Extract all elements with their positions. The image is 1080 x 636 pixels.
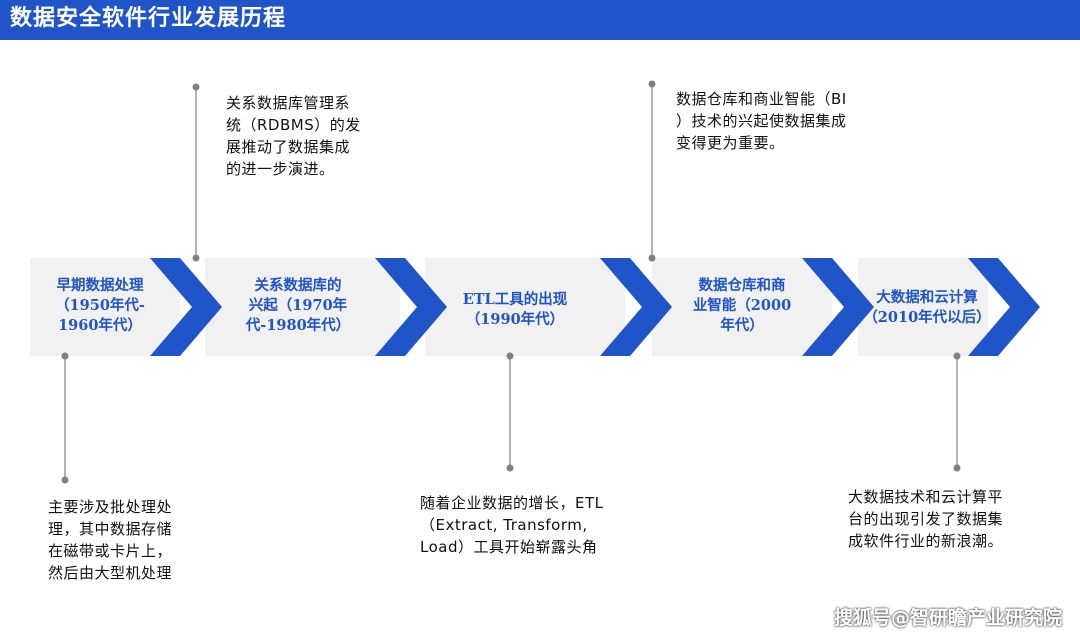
note-stage-1-line: 在磁带或卡片上， (48, 542, 173, 560)
page-title: 数据安全软件行业发展历程 (10, 6, 287, 31)
stage-label-4-line: 年代） (720, 317, 764, 334)
note-stage-5: 大数据技术和云计算平台的出现引发了数据集成软件行业的新浪潮。 (848, 486, 1048, 552)
note-stage-1-line: 然后由大型机处理 (48, 564, 173, 582)
header-bar: 数据安全软件行业发展历程 (0, 0, 1080, 40)
stage-label-3-line: ETL工具的出现 (462, 291, 568, 308)
stage-label-1-line: （1950年代- (55, 297, 145, 314)
connector-dot-3-end (506, 464, 514, 472)
connector-dot-1 (61, 352, 69, 360)
note-stage-4-line: ）技术的兴起使数据集成 (676, 112, 847, 130)
note-stage-5-line: 台的出现引发了数据集 (848, 510, 1004, 528)
note-stage-5-line: 大数据技术和云计算平 (848, 488, 1004, 506)
stage-label-2-line: 关系数据库的 (254, 277, 342, 294)
note-stage-3: 随着企业数据的增长，ETL （Extract, Transform, Load）工具… (420, 492, 660, 558)
stage-label-2-line: 兴起（1970年 (248, 297, 348, 314)
connector-dot-4 (648, 80, 656, 88)
stage-box-2 (205, 258, 400, 356)
note-stage-3-line: 随着企业数据的增长，ETL (420, 494, 604, 512)
stage-label-1-line: 1960年代） (58, 317, 142, 334)
stage-label-3-line: （1990年代） (465, 311, 565, 328)
note-stage-1-line: 主要涉及批处理处 (48, 498, 173, 516)
note-stage-4: 数据仓库和商业智能（BI ）技术的兴起使数据集成变得更为重要。 (676, 88, 906, 154)
stage-label-5-line: 大数据和云计算 (876, 289, 978, 306)
note-stage-2-line: 统（RDBMS）的发 (226, 116, 361, 134)
note-stage-4-line: 变得更为重要。 (676, 134, 785, 152)
note-stage-5-line: 成软件行业的新浪潮。 (848, 532, 1004, 550)
connector-dot-5-end (953, 464, 961, 472)
connector-dot-2 (192, 83, 200, 91)
note-stage-2-line: 的进一步演进。 (226, 160, 335, 178)
note-stage-2-line: 展推动了数据集成 (226, 138, 351, 156)
note-stage-1: 主要涉及批处理处理，其中数据存储在磁带或卡片上， 然后由大型机处理 (48, 496, 218, 584)
stage-label-5: 大数据和云计算 （2010年代以后） (862, 288, 992, 328)
stage-box-4 (652, 258, 832, 356)
stage-label-3: ETL工具的出现 （1990年代） (440, 290, 590, 330)
stage-box-1 (30, 258, 180, 356)
stage-label-1-line: 早期数据处理 (56, 277, 144, 294)
connector-dot-3 (506, 352, 514, 360)
connector-dot-4-end (648, 254, 656, 262)
note-stage-3-line: （Extract, Transform, (420, 516, 588, 534)
stage-box-5 (858, 258, 988, 356)
chevron-arrow-5 (968, 258, 1040, 356)
stage-label-4: 数据仓库和商业智能（2000 年代） (680, 276, 804, 336)
note-stage-2: 关系数据库管理系统（RDBMS）的发展推动了数据集成的进一步演进。 (226, 92, 406, 180)
chevron-arrow-1 (150, 258, 222, 356)
stage-label-2-line: 代-1980年代） (245, 317, 351, 334)
chevron-arrow-4 (802, 258, 874, 356)
stage-label-5-line: （2010年代以后） (863, 309, 991, 326)
connector-dot-1-end (61, 476, 69, 484)
stage-label-4-line: 数据仓库和商 (698, 277, 786, 294)
note-stage-4-line: 数据仓库和商业智能（BI (676, 90, 847, 108)
stage-label-4-line: 业智能（2000 (692, 297, 792, 314)
note-stage-1-line: 理，其中数据存储 (48, 520, 173, 538)
chevron-arrow-3 (600, 258, 672, 356)
note-stage-3-line: Load）工具开始崭露头角 (420, 538, 598, 556)
connector-dot-2-end (192, 254, 200, 262)
watermark: 搜狐号@智研瞻产业研究院 (833, 607, 1062, 629)
stage-label-1: 早期数据处理 （1950年代- 1960年代） (38, 276, 162, 336)
stage-box-3 (425, 258, 625, 356)
stage-label-2: 关系数据库的兴起（1970年代-1980年代） (228, 276, 368, 336)
note-stage-2-line: 关系数据库管理系 (226, 94, 351, 112)
connector-dot-5 (953, 352, 961, 360)
chevron-arrow-2 (375, 258, 447, 356)
